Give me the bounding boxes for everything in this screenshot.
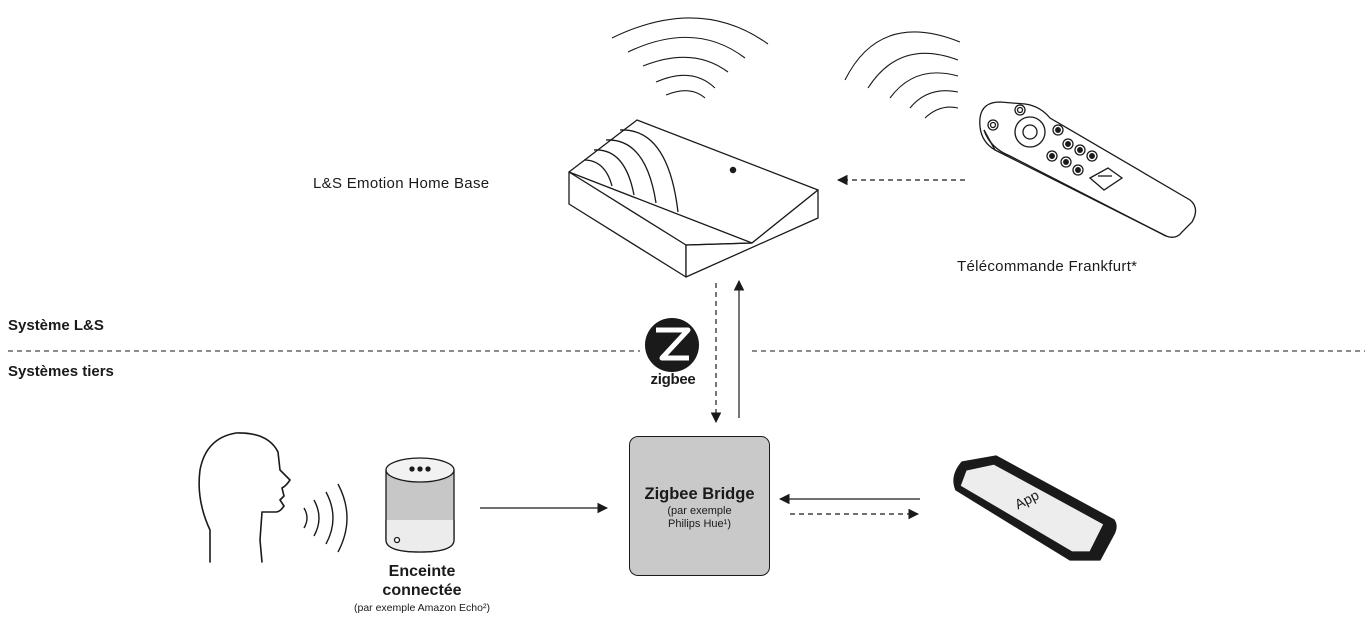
third-party-section-label: Systèmes tiers bbox=[8, 363, 114, 380]
smart-speaker-icon bbox=[385, 457, 455, 553]
smartphone-icon bbox=[953, 455, 1117, 561]
ls-system-section-label: Système L&S bbox=[8, 317, 104, 334]
base-signal-waves-icon bbox=[611, 17, 769, 99]
remote-control-icon bbox=[979, 101, 1197, 238]
remote-label: Télécommande Frankfurt* bbox=[957, 258, 1138, 275]
bridge-example-line1: (par exemple bbox=[667, 505, 732, 517]
speaker-label-line2: connectée bbox=[382, 582, 462, 599]
speaking-person-icon bbox=[198, 432, 291, 563]
bridge-title: Zigbee Bridge bbox=[644, 485, 755, 503]
remote-signal-waves-icon bbox=[844, 31, 961, 119]
zigbee-bridge-box: Zigbee Bridge (par exemple Philips Hue¹) bbox=[629, 436, 770, 576]
speaker-example-label: (par exemple Amazon Echo²) bbox=[354, 602, 490, 614]
home-base-device-icon bbox=[568, 119, 819, 278]
voice-waves-icon bbox=[303, 483, 348, 553]
speaker-label-line1: Enceinte bbox=[388, 563, 456, 580]
zigbee-logo-icon bbox=[645, 318, 699, 372]
home-base-label: L&S Emotion Home Base bbox=[313, 175, 490, 192]
zigbee-logo-text: zigbee bbox=[650, 371, 696, 388]
bridge-example-line2: Philips Hue¹) bbox=[668, 518, 731, 530]
